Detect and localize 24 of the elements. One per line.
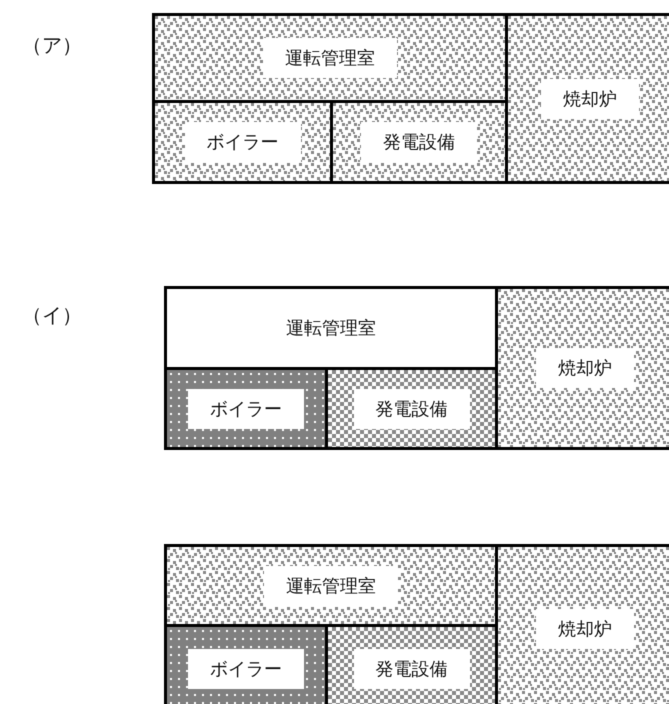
room-label: 焼却炉 xyxy=(541,78,639,118)
room-block xyxy=(330,100,508,184)
room-block xyxy=(164,624,328,704)
room-label: ボイラー xyxy=(188,649,304,689)
room-block xyxy=(495,544,669,704)
room-label: 発電設備 xyxy=(354,649,470,689)
room-block xyxy=(152,13,508,103)
room-block xyxy=(152,100,333,184)
panel-label: （ア） xyxy=(22,32,82,59)
room-label: ボイラー xyxy=(188,388,304,428)
room-block xyxy=(164,544,498,627)
room-label: 運転管理室 xyxy=(263,38,397,78)
room-block xyxy=(505,13,669,184)
room-block xyxy=(164,367,328,450)
room-label: 発電設備 xyxy=(361,122,477,162)
room-block xyxy=(325,624,498,704)
room-label: 焼却炉 xyxy=(536,348,634,388)
room-block xyxy=(325,367,498,450)
room-block xyxy=(495,286,669,450)
room-label: 発電設備 xyxy=(354,388,470,428)
room-label: ボイラー xyxy=(184,122,300,162)
room-label: 運転管理室 xyxy=(264,566,398,606)
room-label: 焼却炉 xyxy=(536,609,634,649)
panel-label: （イ） xyxy=(22,302,82,329)
